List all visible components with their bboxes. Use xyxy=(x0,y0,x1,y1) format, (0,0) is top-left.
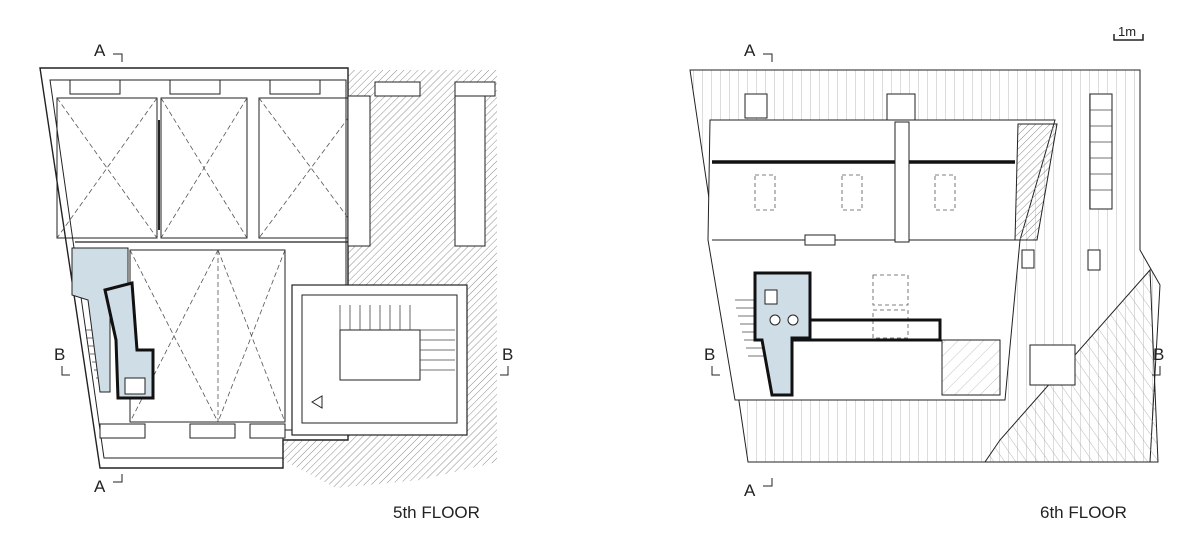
attic-bench xyxy=(804,234,836,246)
scale-bar-label: 1m xyxy=(1118,24,1136,39)
stair-void xyxy=(339,329,421,381)
wc-bowl-2 xyxy=(787,314,799,326)
stair-direction-arrow xyxy=(311,395,323,409)
section-a-top-tick xyxy=(113,53,123,62)
dashed-outlines xyxy=(754,174,956,339)
neighbour-walls xyxy=(347,95,486,247)
section-a-top-label: A xyxy=(94,41,106,60)
section-b-right-tick xyxy=(500,366,509,376)
section-b-right-label: B xyxy=(502,345,513,364)
wet-room-5th-wall xyxy=(103,281,155,400)
section-a-bottom-tick-6th xyxy=(763,478,773,487)
plan-5th-floor: A A B B 5th FLOOR xyxy=(39,41,513,522)
section-a-top-tick-6th xyxy=(763,53,773,62)
section-a-top-label-6th: A xyxy=(744,41,756,60)
roof-vent-small xyxy=(1021,249,1035,269)
central-column xyxy=(894,121,910,243)
column-head xyxy=(886,93,916,121)
roof-hatch xyxy=(1029,344,1076,386)
skylight-right xyxy=(1089,93,1113,210)
roof-vent-small-2 xyxy=(1087,249,1101,271)
skylight-left xyxy=(744,93,768,119)
wet-room-5th xyxy=(71,247,129,393)
attic-slab-hatch xyxy=(1014,123,1058,241)
vault-diagonals xyxy=(56,97,364,239)
stair-treads xyxy=(339,305,455,371)
skylight-right-rungs xyxy=(1090,109,1112,191)
scale-bar: 1m xyxy=(1113,24,1144,41)
top-piers xyxy=(69,79,496,97)
section-b-right-label-6th: B xyxy=(1153,345,1164,364)
section-b-left-tick xyxy=(61,366,70,376)
section-b-left-tick-6th xyxy=(711,366,720,376)
fixture-box xyxy=(124,377,146,395)
section-a-bottom-label-6th: A xyxy=(744,481,756,500)
scale-bar-line xyxy=(1113,34,1144,41)
section-b-right-tick-6th xyxy=(1152,366,1161,376)
section-b-left-label-6th: B xyxy=(704,345,715,364)
lower-hall xyxy=(129,249,286,423)
bottom-piers xyxy=(99,423,286,439)
attic-slab-hatch-lower xyxy=(941,339,1001,396)
wc-bowl-1 xyxy=(769,314,781,326)
section-a-bottom-tick xyxy=(113,474,123,483)
wet-room-fixture xyxy=(764,289,778,305)
plan-6th-floor: A A B B 6th FLOOR xyxy=(689,41,1164,522)
section-a-bottom-label: A xyxy=(94,477,106,496)
plan-5th-title: 5th FLOOR xyxy=(393,503,480,522)
plan-6th-title: 6th FLOOR xyxy=(1040,503,1127,522)
section-b-left-label: B xyxy=(54,345,65,364)
attic-partition xyxy=(790,318,942,342)
